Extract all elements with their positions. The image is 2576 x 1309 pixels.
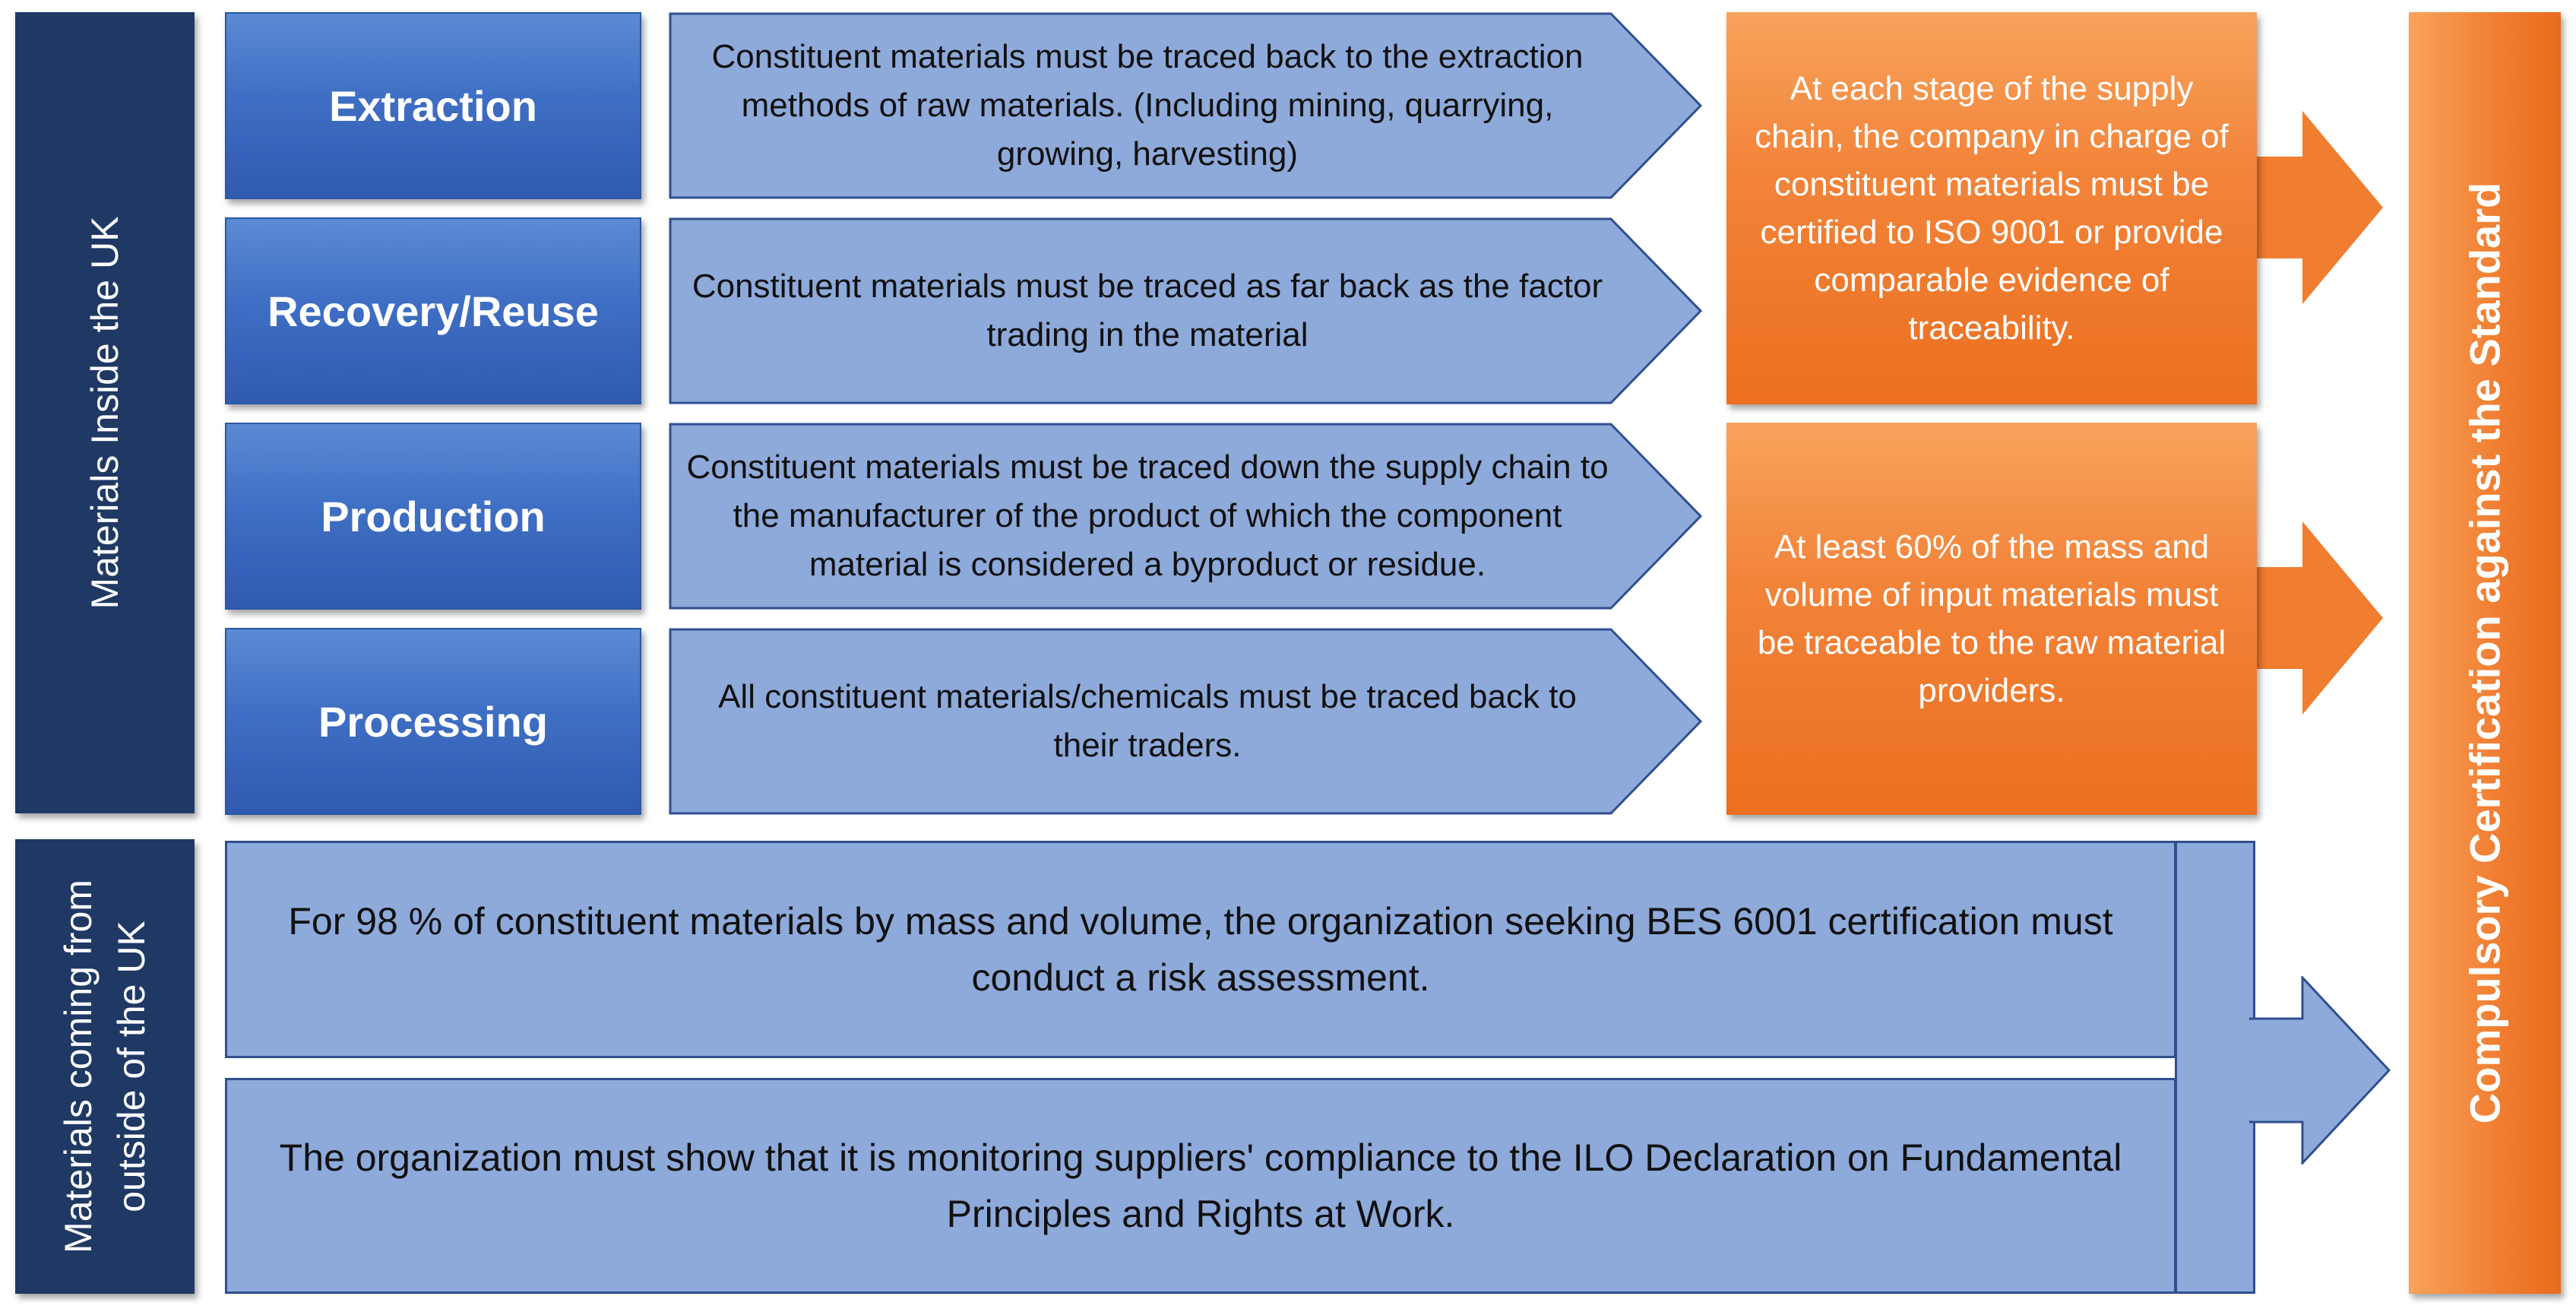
risk-assessment-text: For 98 % of constituent materials by mas… bbox=[288, 900, 2113, 999]
iso-certification-text: At each stage of the supply chain, the c… bbox=[1755, 70, 2229, 347]
inside-uk-label: Materials Inside the UK bbox=[84, 216, 126, 610]
requirement-text-processing: All constituent materials/chemicals must… bbox=[718, 678, 1577, 764]
stage-recovery-reuse: Recovery/Reuse bbox=[225, 217, 641, 404]
outside-arrow-bar bbox=[2175, 841, 2255, 1294]
requirement-text-extraction: Constituent materials must be traced bac… bbox=[711, 38, 1584, 173]
outside-uk-panel: Materials coming from outside of the UK bbox=[15, 839, 195, 1294]
pentagon-arrow-shape bbox=[669, 12, 1703, 199]
compulsory-certification-label: Compulsory Certification against the Sta… bbox=[2460, 182, 2509, 1124]
stage-processing: Processing bbox=[225, 628, 641, 815]
pentagon-arrow-shape bbox=[669, 423, 1703, 610]
requirement-arrow-processing: All constituent materials/chemicals must… bbox=[669, 628, 1703, 815]
pentagon-arrow-shape bbox=[669, 217, 1703, 404]
traceability-box: At least 60% of the mass and volume of i… bbox=[1726, 423, 2257, 815]
lower-arrow-icon bbox=[2234, 521, 2383, 715]
stage-recovery-reuse-label: Recovery/Reuse bbox=[267, 287, 599, 335]
upper-arrow-icon bbox=[2234, 111, 2383, 304]
risk-assessment-box: For 98 % of constituent materials by mas… bbox=[225, 841, 2176, 1058]
stage-extraction-label: Extraction bbox=[329, 81, 537, 130]
stage-production: Production bbox=[225, 423, 641, 610]
traceability-text: At least 60% of the mass and volume of i… bbox=[1757, 528, 2226, 709]
requirement-arrow-production: Constituent materials must be traced dow… bbox=[669, 423, 1703, 610]
ilo-monitoring-text: The organization must show that it is mo… bbox=[279, 1136, 2122, 1235]
ilo-monitoring-box: The organization must show that it is mo… bbox=[225, 1078, 2176, 1294]
requirement-arrow-extraction: Constituent materials must be traced bac… bbox=[669, 12, 1703, 199]
outside-uk-label-line1: Materials coming from bbox=[57, 880, 100, 1254]
pentagon-arrow-shape bbox=[669, 628, 1703, 815]
requirement-text-production: Constituent materials must be traced dow… bbox=[686, 448, 1609, 583]
stage-processing-label: Processing bbox=[318, 697, 548, 746]
outside-arrow-icon bbox=[2249, 976, 2391, 1165]
stage-production-label: Production bbox=[321, 492, 546, 540]
iso-certification-box: At each stage of the supply chain, the c… bbox=[1726, 12, 2257, 404]
outside-uk-label-line2: outside of the UK bbox=[110, 921, 153, 1212]
inside-uk-panel: Materials Inside the UK bbox=[15, 12, 195, 813]
requirement-arrow-recovery: Constituent materials must be traced as … bbox=[669, 217, 1703, 404]
compulsory-certification-bar: Compulsory Certification against the Sta… bbox=[2409, 12, 2561, 1294]
requirement-text-recovery: Constituent materials must be traced as … bbox=[691, 268, 1603, 353]
stage-extraction: Extraction bbox=[225, 12, 641, 199]
outside-uk-label: Materials coming from outside of the UK bbox=[52, 880, 158, 1254]
